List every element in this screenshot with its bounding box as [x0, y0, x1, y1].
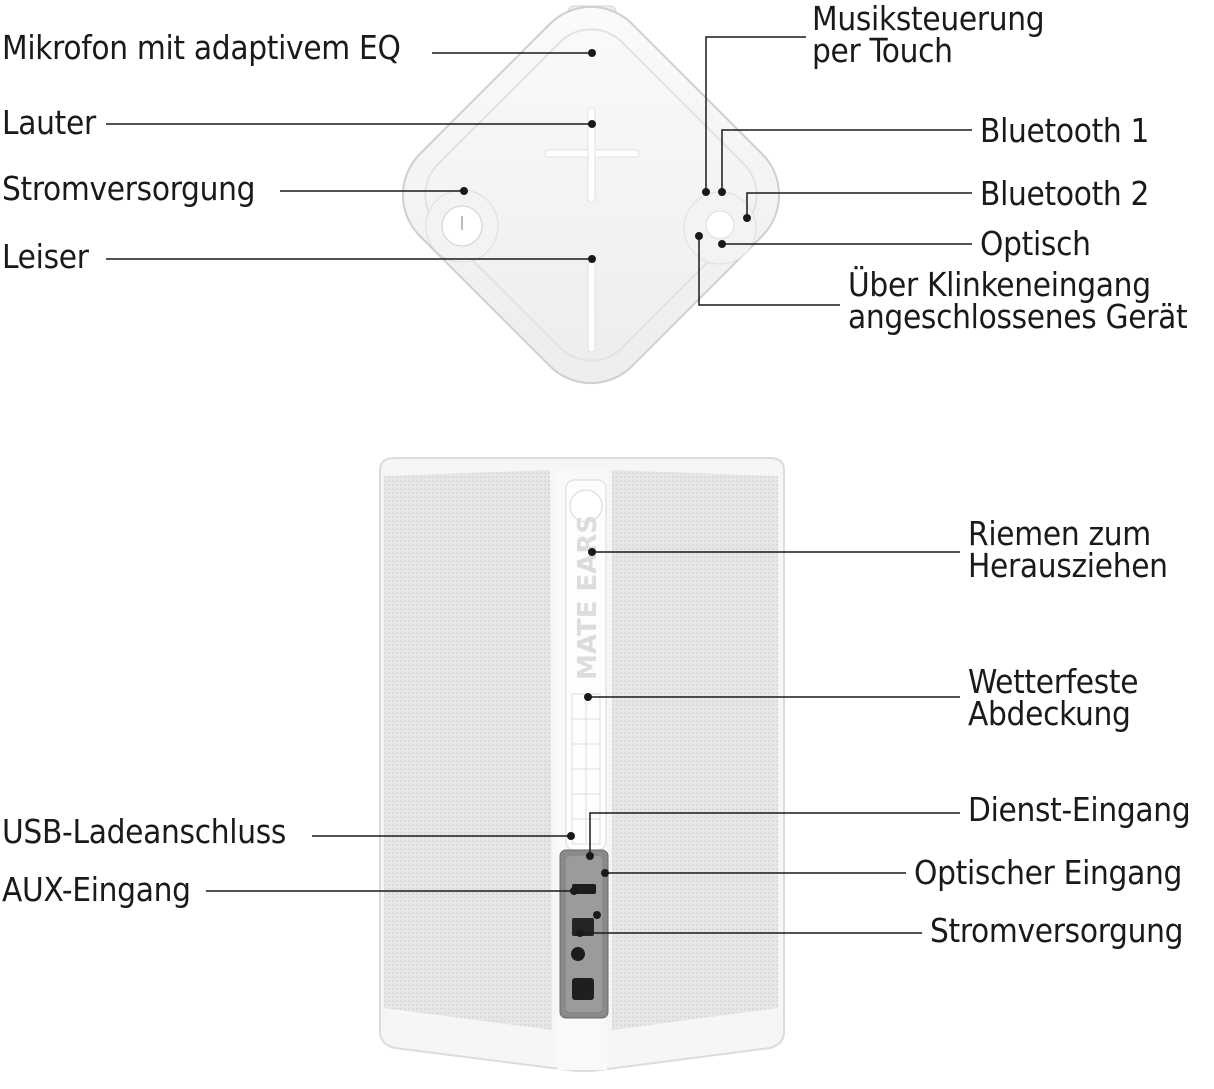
leader-bt1 [721, 129, 972, 192]
label-klinke-1: Über Klinkeneingang [848, 265, 1151, 304]
play-icon [705, 210, 735, 240]
speaker-top-view [401, 5, 781, 385]
fabric-right [612, 470, 778, 1030]
label-musik-2: per Touch [812, 31, 953, 70]
label-usb: USB-Ladeanschluss [2, 812, 287, 851]
minus-icon [587, 261, 596, 353]
label-aux: AUX-Eingang [2, 870, 191, 909]
speaker-body: MATE EARS [379, 457, 785, 1072]
leader-klinke [698, 236, 840, 306]
usb-port [572, 884, 596, 894]
label-strom-top: Stromversorgung [2, 169, 256, 208]
label-bt2: Bluetooth 2 [980, 174, 1150, 213]
label-riemen-2: Herausziehen [968, 546, 1168, 585]
label-klinke-2: angeschlossenes Gerät [848, 297, 1188, 336]
label-leiser: Leiser [2, 237, 89, 276]
label-optisch: Optisch [980, 224, 1091, 263]
label-strom-bottom: Stromversorgung [930, 911, 1184, 950]
leader-bt2 [746, 192, 972, 218]
fabric-left [384, 470, 552, 1030]
label-wetter-1: Wetterfeste [968, 662, 1139, 701]
leader-musik [705, 36, 806, 192]
leader-dienst [589, 812, 960, 856]
label-wetter-2: Abdeckung [968, 694, 1131, 733]
aux-port [571, 947, 585, 961]
label-lauter: Lauter [2, 103, 96, 142]
plus-icon-vertical [587, 107, 596, 203]
label-riemen-1: Riemen zum [968, 514, 1151, 553]
label-musik-1: Musiksteuerung [812, 0, 1045, 38]
label-bt1: Bluetooth 1 [980, 111, 1150, 150]
label-mikrofon: Mikrofon mit adaptivem EQ [2, 28, 401, 67]
brand-text: MATE EARS [573, 515, 603, 680]
power-port [572, 978, 594, 1000]
strap-ring [569, 489, 603, 523]
label-optischer: Optischer Eingang [914, 853, 1183, 892]
leader-dots [460, 49, 751, 937]
leader-lines [106, 36, 972, 934]
label-dienst: Dienst-Eingang [968, 790, 1191, 829]
top-panel-inner [424, 28, 758, 362]
